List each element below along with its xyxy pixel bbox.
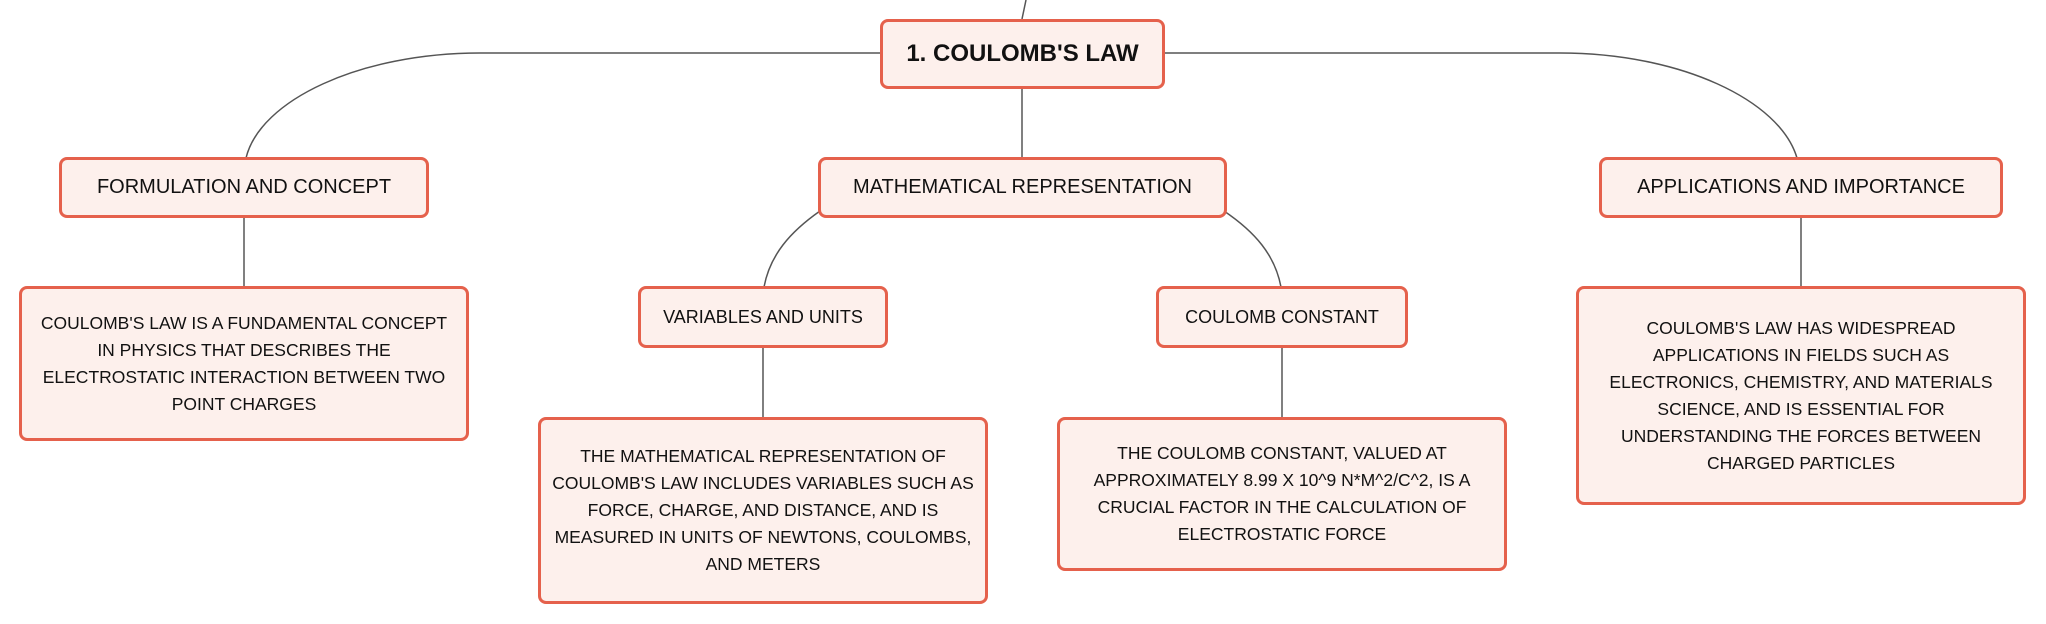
description-text-constant: THE COULOMB CONSTANT, VALUED AT APPROXIM… [1093,443,1471,544]
connector-root-to-formulation [245,52,880,159]
connector-math-to-variables [763,210,821,288]
branch-label-mathematical-representation: MATHEMATICAL REPRESENTATION [853,176,1192,198]
subtopic-node-variables-and-units[interactable]: VARIABLES AND UNITS [638,286,888,348]
description-node-applications[interactable]: COULOMB'S LAW HAS WIDESPREAD APPLICATION… [1576,286,2026,505]
description-text-applications: COULOMB'S LAW HAS WIDESPREAD APPLICATION… [1609,317,1993,473]
connector-root-to-applications [1165,52,1798,159]
branch-label-applications: APPLICATIONS AND IMPORTANCE [1637,176,1965,198]
subtopic-label-coulomb-constant: COULOMB CONSTANT [1185,306,1379,327]
connector-parent-to-root [1021,0,1027,20]
description-node-variables[interactable]: THE MATHEMATICAL REPRESENTATION OF COULO… [538,417,988,604]
subtopic-label-variables-and-units: VARIABLES AND UNITS [663,306,863,327]
description-node-formulation[interactable]: COULOMB'S LAW IS A FUNDAMENTAL CONCEPT I… [19,286,469,441]
branch-node-mathematical-representation[interactable]: MATHEMATICAL REPRESENTATION [818,157,1227,218]
subtopic-node-coulomb-constant[interactable]: COULOMB CONSTANT [1156,286,1408,348]
branch-label-formulation: FORMULATION AND CONCEPT [96,176,392,198]
root-topic-node[interactable]: 1. COULOMB'S LAW [880,19,1165,89]
description-node-constant[interactable]: THE COULOMB CONSTANT, VALUED AT APPROXIM… [1057,417,1507,571]
branch-node-applications[interactable]: APPLICATIONS AND IMPORTANCE [1599,157,2003,218]
description-text-variables: THE MATHEMATICAL REPRESENTATION OF COULO… [552,446,974,574]
connector-math-to-constant [1223,210,1282,288]
description-text-formulation: COULOMB'S LAW IS A FUNDAMENTAL CONCEPT I… [40,312,448,414]
branch-node-formulation[interactable]: FORMULATION AND CONCEPT [59,157,429,218]
root-topic-label: 1. COULOMB'S LAW [906,40,1139,67]
